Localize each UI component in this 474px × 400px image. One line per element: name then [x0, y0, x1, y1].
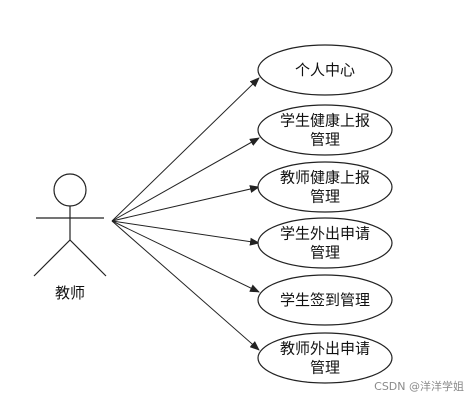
watermark: CSDN @洋洋学姐: [374, 380, 464, 393]
association-arrow: [111, 220, 260, 293]
use-case-label: 管理: [310, 359, 340, 377]
use-case-ellipse: [257, 217, 393, 269]
association-arrow: [111, 77, 260, 222]
actor-right-leg: [69, 239, 107, 277]
actor-head: [53, 173, 87, 207]
use-case-ellipse: [257, 332, 393, 384]
use-case-label: 教师健康上报: [280, 169, 370, 187]
use-case-label: 管理: [310, 244, 340, 262]
association-arrow: [111, 220, 260, 246]
actor-left-leg: [33, 239, 71, 277]
association-arrow: [111, 185, 260, 222]
use-case-ellipse: [257, 274, 393, 326]
association-arrow: [111, 137, 260, 222]
use-case-label: 学生健康上报: [280, 112, 370, 130]
association-arrows: [111, 77, 260, 351]
association-arrow: [111, 220, 260, 351]
use-case-ellipse: [257, 44, 393, 96]
use-case-label: 管理: [310, 188, 340, 206]
use-case-label: 学生外出申请: [280, 225, 370, 243]
use-case-label: 个人中心: [295, 61, 355, 79]
use-case-label: 管理: [310, 131, 340, 149]
use-case-label: 教师外出申请: [280, 340, 370, 358]
actor-label: 教师: [55, 284, 85, 302]
use-case-label: 学生签到管理: [280, 291, 370, 309]
actor-figure: [33, 173, 107, 277]
use-cases: 个人中心学生健康上报管理教师健康上报管理学生外出申请管理学生签到管理教师外出申请…: [257, 44, 393, 384]
use-case-ellipse: [257, 104, 393, 156]
use-case-ellipse: [257, 161, 393, 213]
